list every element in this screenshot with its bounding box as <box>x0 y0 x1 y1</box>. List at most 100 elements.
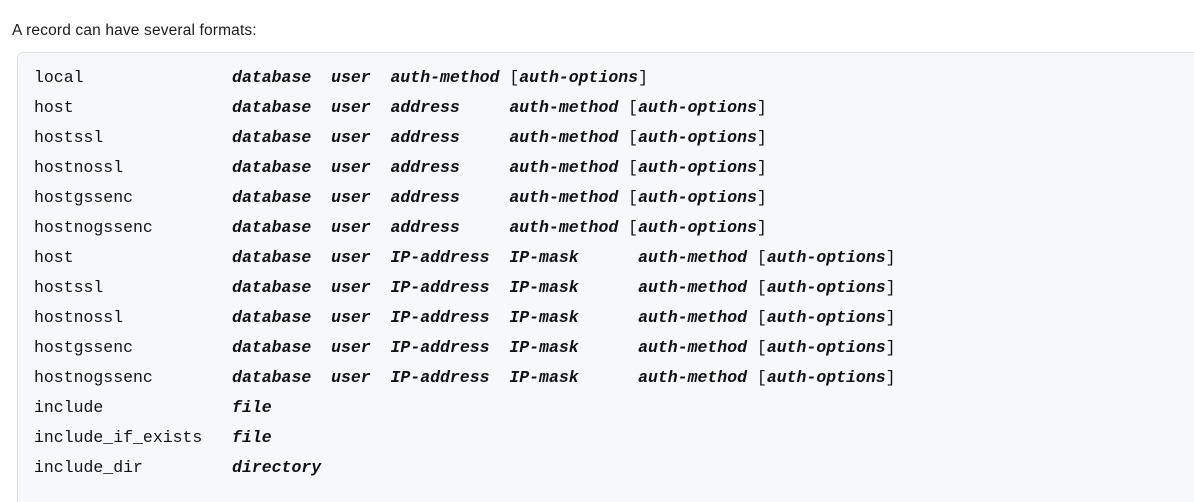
code-gap <box>460 98 510 117</box>
record-keyword: hostnogssenc <box>34 368 153 387</box>
record-argument: auth-method <box>509 158 619 177</box>
record-argument: auth-method <box>509 218 619 237</box>
code-gap <box>371 368 391 387</box>
record-optional-argument: auth-options <box>766 338 886 357</box>
code-gap <box>747 368 757 387</box>
record-argument: directory <box>232 458 322 477</box>
record-keyword: include_if_exists <box>34 428 203 447</box>
code-gap <box>371 278 391 297</box>
record-argument: user <box>331 98 371 117</box>
open-bracket: [ <box>628 158 639 177</box>
code-gap <box>103 398 232 417</box>
intro-paragraph: A record can have several formats: <box>12 21 257 39</box>
code-gap <box>153 368 232 387</box>
record-keyword: hostnossl <box>34 308 124 327</box>
record-optional-argument: auth-options <box>638 158 757 177</box>
record-optional-argument: auth-options <box>766 368 886 387</box>
code-gap <box>74 98 232 117</box>
open-bracket: [ <box>628 188 639 207</box>
record-argument: address <box>390 218 460 237</box>
code-gap <box>747 248 757 267</box>
code-gap <box>153 218 232 237</box>
code-line: hostnogssenc database user IP-address IP… <box>34 363 896 393</box>
record-keyword: hostgssenc <box>34 188 134 207</box>
record-argument: user <box>331 308 371 327</box>
code-gap <box>311 308 331 327</box>
code-gap <box>103 278 232 297</box>
record-argument: user <box>331 188 371 207</box>
record-argument: database <box>232 308 312 327</box>
code-gap <box>311 128 331 147</box>
code-line: hostnogssenc database user address auth-… <box>34 213 896 243</box>
record-argument: user <box>331 338 371 357</box>
record-optional-argument: auth-options <box>766 248 886 267</box>
code-gap <box>311 368 331 387</box>
code-line: host database user address auth-method [… <box>34 93 896 123</box>
record-keyword: host <box>34 98 74 117</box>
code-gap <box>311 218 331 237</box>
close-bracket: ] <box>885 308 896 327</box>
open-bracket: [ <box>628 218 639 237</box>
code-line: hostssl database user IP-address IP-mask… <box>34 273 896 303</box>
close-bracket: ] <box>885 338 896 357</box>
record-argument: IP-mask <box>509 248 579 267</box>
close-bracket: ] <box>756 158 767 177</box>
record-keyword: hostgssenc <box>34 338 134 357</box>
close-bracket: ] <box>756 98 767 117</box>
record-argument: address <box>390 98 460 117</box>
record-argument: address <box>390 188 460 207</box>
record-keyword: hostssl <box>34 278 104 297</box>
code-gap <box>460 218 510 237</box>
code-gap <box>579 308 638 327</box>
record-optional-argument: auth-options <box>766 278 886 297</box>
code-line: hostgssenc database user IP-address IP-m… <box>34 333 896 363</box>
record-keyword: include_dir <box>34 458 143 477</box>
code-gap <box>490 248 510 267</box>
record-argument: auth-method <box>509 188 619 207</box>
close-bracket: ] <box>885 368 896 387</box>
code-gap <box>311 98 331 117</box>
code-gap <box>84 68 233 87</box>
code-gap <box>311 188 331 207</box>
record-argument: IP-address <box>390 368 490 387</box>
code-gap <box>460 128 510 147</box>
open-bracket: [ <box>628 98 639 117</box>
record-argument: user <box>331 278 371 297</box>
open-bracket: [ <box>756 278 767 297</box>
code-gap <box>311 68 331 87</box>
code-line: include_if_exists file <box>34 423 896 453</box>
record-argument: user <box>331 218 371 237</box>
record-argument: database <box>232 218 312 237</box>
code-gap <box>202 428 232 447</box>
record-argument: file <box>232 398 272 417</box>
code-gap <box>490 308 510 327</box>
record-argument: IP-address <box>390 248 490 267</box>
code-gap <box>490 368 510 387</box>
code-gap <box>579 278 638 297</box>
code-gap <box>371 338 391 357</box>
record-argument: database <box>232 368 312 387</box>
code-gap <box>371 98 391 117</box>
close-bracket: ] <box>885 248 896 267</box>
record-argument: file <box>232 428 272 447</box>
code-gap <box>371 128 391 147</box>
record-argument: user <box>331 68 371 87</box>
close-bracket: ] <box>756 218 767 237</box>
code-gap <box>311 278 331 297</box>
record-argument: auth-method <box>638 308 747 327</box>
code-line: hostnossl database user address auth-met… <box>34 153 896 183</box>
record-argument: database <box>232 158 312 177</box>
record-argument: IP-mask <box>509 338 579 357</box>
open-bracket: [ <box>756 248 767 267</box>
code-gap <box>460 188 510 207</box>
record-argument: user <box>331 248 371 267</box>
open-bracket: [ <box>509 68 520 87</box>
code-gap <box>490 338 510 357</box>
code-gap <box>311 338 331 357</box>
code-line: include_dir directory <box>34 453 896 483</box>
code-gap <box>371 248 391 267</box>
code-gap <box>618 158 628 177</box>
code-line: local database user auth-method [auth-op… <box>34 63 896 93</box>
code-gap <box>579 368 638 387</box>
